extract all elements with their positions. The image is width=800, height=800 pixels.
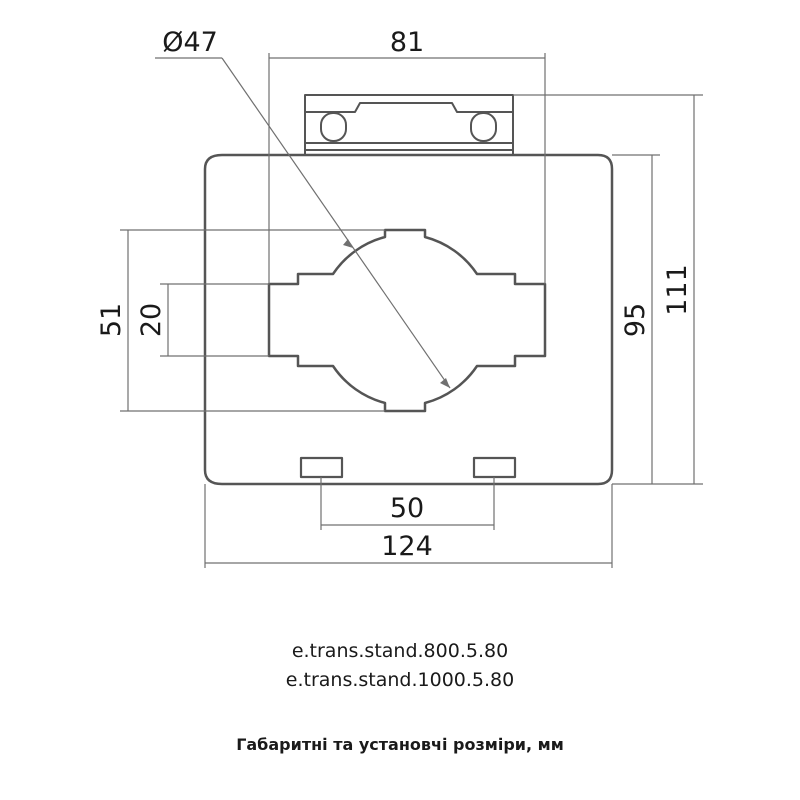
dim-width-body-label: 124 bbox=[381, 531, 433, 562]
dim-diameter-label: Ø47 bbox=[162, 27, 218, 58]
dim-width-top-label: 81 bbox=[390, 27, 424, 58]
dim-height-total-label: 111 bbox=[662, 264, 693, 316]
bracket-slot-right bbox=[470, 112, 497, 142]
model-code-800: e.trans.stand.800.5.80 bbox=[291, 640, 509, 662]
mount-hole-right bbox=[472, 456, 517, 479]
dim-height-window-label: 51 bbox=[96, 303, 127, 337]
dim-height-body-label: 95 bbox=[620, 303, 651, 337]
conductor-window bbox=[267, 228, 547, 413]
drawing-caption: Габаритні та установчі розміри, мм bbox=[236, 735, 564, 754]
dimension-drawing: Ø47 81 111 95 51 20 50 124 bbox=[96, 27, 703, 568]
dim-mount-spacing-label: 50 bbox=[390, 493, 424, 524]
bracket-slot-left bbox=[320, 112, 347, 142]
model-code-1000: e.trans.stand.1000.5.80 bbox=[285, 669, 515, 691]
mount-hole-left bbox=[299, 456, 344, 479]
dim-height-slot-label: 20 bbox=[136, 303, 167, 337]
dimension-lines bbox=[120, 53, 703, 568]
transformer-body-outline bbox=[203, 153, 614, 486]
terminal-bracket bbox=[304, 94, 514, 156]
